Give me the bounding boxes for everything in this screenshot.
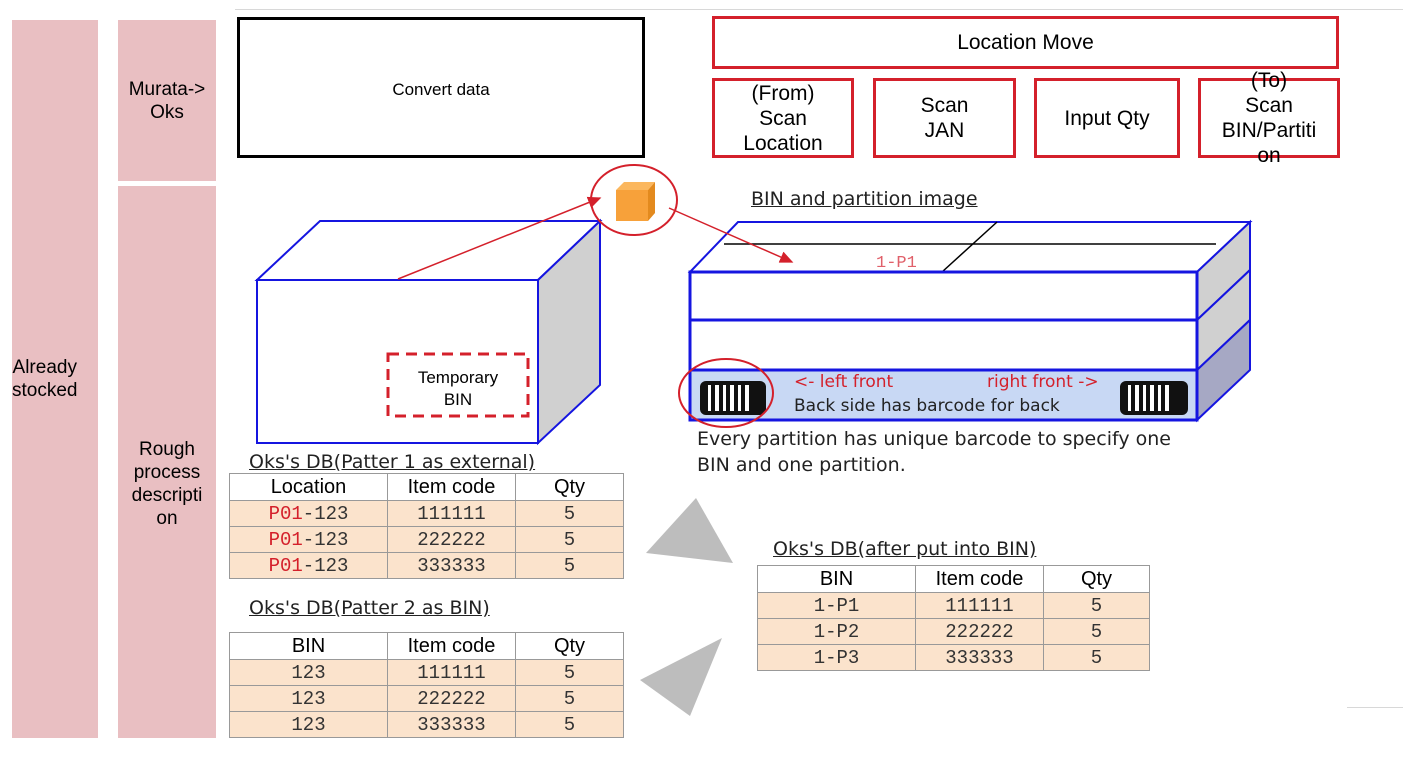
table-row: 1-P2 222222 5 [757,618,1150,645]
temporary-bin-label: Temporary BIN [417,368,499,409]
convert-data-box: Convert data [237,17,645,158]
bin-layer-1 [688,270,1199,322]
arrow-to-cube [397,196,602,280]
bin-cell: 1-P1 [757,592,916,619]
bin-cell: 1-P3 [757,644,916,671]
column-header: BIN [229,632,388,660]
table-row: 1-P1 111111 5 [757,592,1150,619]
column-header: Qty [515,473,624,501]
column-header: Qty [515,632,624,660]
partition-label: 1-P1 [876,254,917,273]
location-cell: P01-123 [229,500,388,527]
qty-cell: 5 [515,552,624,579]
bin-layer-3 [688,368,1199,422]
column-header: Item code [387,473,516,501]
item-code-cell: 111111 [387,659,516,686]
top-divider [235,9,1403,10]
table-row: P01-123 222222 5 [229,526,624,553]
bin-cell: 123 [229,659,388,686]
step-scan-location: (From) Scan Location [712,78,854,158]
column-header: Item code [915,565,1044,593]
qty-cell: 5 [1043,644,1150,671]
rough-process-label: Rough process descripti on [118,186,216,738]
table-row: 1-P3 333333 5 [757,644,1150,671]
murata-oks-label: Murata-> Oks [118,20,216,181]
table-row: 123 111111 5 [229,659,624,686]
table-row: 123 333333 5 [229,711,624,738]
qty-cell: 5 [515,685,624,712]
bin-layer-2 [688,318,1199,372]
qty-cell: 5 [515,526,624,553]
qty-cell: 5 [515,711,624,738]
table-row: 123 222222 5 [229,685,624,712]
table-header-row: BIN Item code Qty [757,565,1150,593]
location-cell: P01-123 [229,526,388,553]
barcode-left-icon [700,381,766,415]
barcode-right-icon [1120,381,1188,415]
bin-cell: 1-P2 [757,618,916,645]
table-row: P01-123 111111 5 [229,500,624,527]
qty-cell: 5 [1043,592,1150,619]
already-stocked-label: Already stocked [12,20,98,738]
table-header-row: BIN Item code Qty [229,632,624,660]
column-header: BIN [757,565,916,593]
partition-line-diagonal [941,221,998,273]
item-code-cell: 111111 [387,500,516,527]
arrow-to-bin [668,207,794,263]
after-db-table: BIN Item code Qty 1-P1 111111 5 1-P2 222… [757,565,1150,671]
column-header: Location [229,473,388,501]
temporary-bin-frame [386,352,530,418]
external-db-table: Location Item code Qty P01-123 111111 5 … [229,473,624,579]
step-scan-jan: Scan JAN [873,78,1016,158]
item-code-cell: 333333 [387,552,516,579]
bin-cell: 123 [229,711,388,738]
qty-cell: 5 [515,659,624,686]
item-code-cell: 333333 [387,711,516,738]
bin-partition-caption: BIN and partition image [751,188,978,210]
item-cube-icon [590,164,678,236]
location-cell: P01-123 [229,552,388,579]
convert-data-label: Convert data [392,80,490,99]
back-side-note: Back side has barcode for back [794,396,1060,416]
column-header: Qty [1043,565,1150,593]
bin-cell: 123 [229,685,388,712]
location-move-title: Location Move [712,16,1339,69]
qty-cell: 5 [515,500,624,527]
left-front-label: <- left front [794,372,894,392]
column-header: Item code [387,632,516,660]
item-code-cell: 222222 [387,526,516,553]
barcode-highlight-circle [678,358,774,428]
table-header-row: Location Item code Qty [229,473,624,501]
bin-db-table: BIN Item code Qty 123 111111 5 123 22222… [229,632,624,738]
bottom-right-divider [1347,707,1403,708]
item-code-cell: 222222 [387,685,516,712]
item-code-cell: 222222 [915,618,1044,645]
step-input-qty: Input Qty [1034,78,1180,158]
after-table-caption: Oks's DB(after put into BIN) [773,538,1037,560]
bin-image [678,219,1253,428]
right-front-label: right front -> [987,372,1099,392]
bin-table-caption: Oks's DB(Patter 2 as BIN) [249,597,490,619]
rough-process-text: Rough process descripti on [131,439,203,529]
flow-triangle-lower [640,638,722,716]
item-code-cell: 333333 [915,644,1044,671]
item-code-cell: 111111 [915,592,1044,619]
qty-cell: 5 [1043,618,1150,645]
external-table-caption: Oks's DB(Patter 1 as external) [249,451,536,473]
table-row: P01-123 333333 5 [229,552,624,579]
flow-triangle-upper [646,498,733,563]
temporary-box [254,218,603,446]
partition-barcode-note: Every partition has unique barcode to sp… [697,428,1171,476]
